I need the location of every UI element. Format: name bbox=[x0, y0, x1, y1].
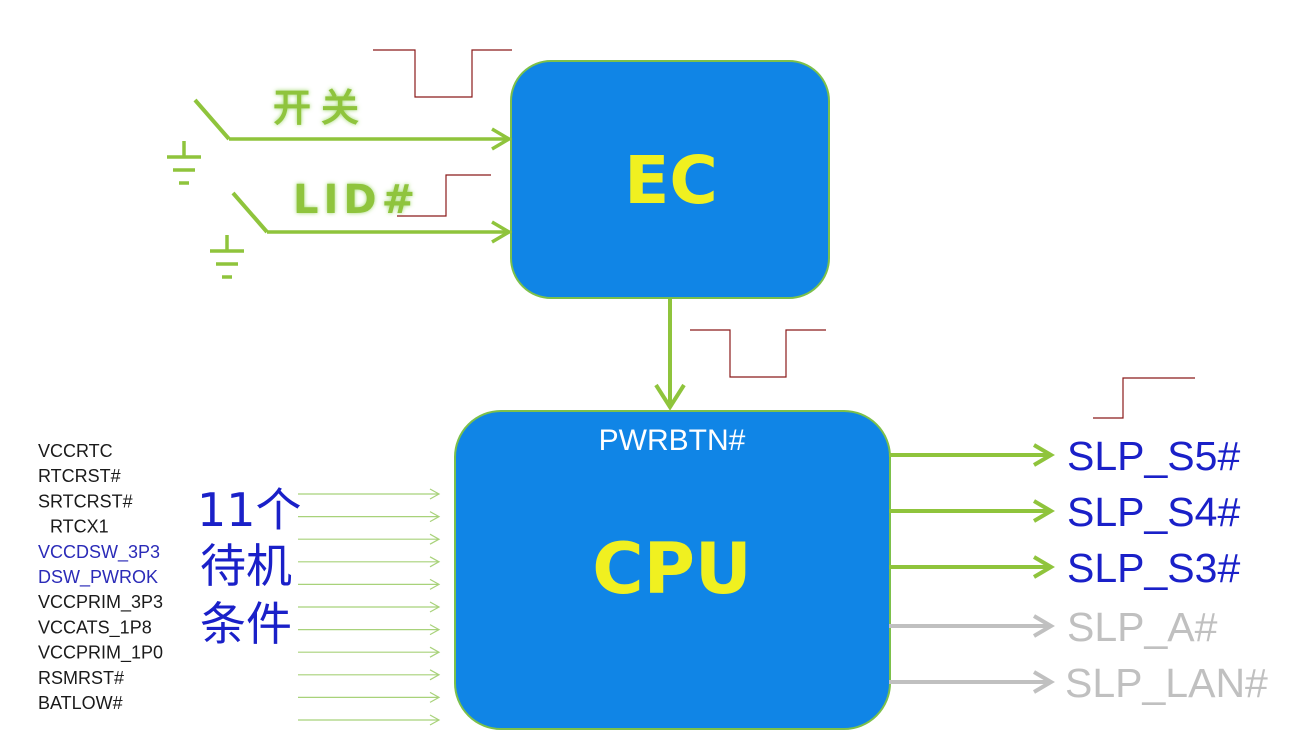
standby-condition-label: VCCATS_1P8 bbox=[38, 617, 152, 638]
standby-condition-label: RTCX1 bbox=[50, 517, 109, 537]
pwrbtn-waveform bbox=[690, 329, 826, 378]
output-label-slp-s4: SLP_S4# bbox=[1067, 489, 1240, 535]
pwrbtn-label: PWRBTN# bbox=[599, 424, 746, 457]
output-label-slp-a: SLP_A# bbox=[1067, 604, 1218, 650]
lid-switch bbox=[231, 191, 513, 244]
standby-condition-label: VCCPRIM_1P0 bbox=[38, 643, 163, 664]
lid-label: LID# bbox=[293, 177, 420, 223]
standby-condition-label: RSMRST# bbox=[38, 668, 124, 688]
standby-condition-arrow bbox=[298, 714, 441, 726]
switch-waveform bbox=[373, 49, 512, 98]
output-label-slp-s3: SLP_S3# bbox=[1067, 545, 1240, 591]
standby-title-line3: 条件 bbox=[200, 597, 292, 651]
standby-condition-arrow bbox=[298, 511, 441, 523]
sleep-signal-outputs: SLP_S5# SLP_S4# SLP_S3# SLP_A# SLP_LAN# bbox=[889, 433, 1268, 706]
ec-label: EC bbox=[624, 142, 718, 219]
lid-waveform bbox=[397, 174, 491, 217]
standby-condition-label: VCCDSW_3P3 bbox=[38, 542, 160, 563]
standby-title-line2: 待机 bbox=[200, 539, 292, 593]
power-switch bbox=[193, 98, 513, 151]
standby-condition-label: VCCRTC bbox=[38, 441, 113, 461]
standby-condition-arrow bbox=[298, 646, 441, 658]
standby-condition-arrow bbox=[298, 488, 441, 500]
standby-condition-arrow bbox=[298, 691, 441, 703]
ground-icon bbox=[210, 235, 244, 279]
standby-condition-arrow bbox=[298, 601, 441, 613]
standby-condition-arrow bbox=[298, 533, 441, 545]
standby-condition-label: SRTCRST# bbox=[38, 491, 133, 511]
standby-condition-label: VCCPRIM_3P3 bbox=[38, 592, 163, 613]
standby-condition-arrow bbox=[298, 556, 441, 568]
ground-icon bbox=[167, 141, 201, 185]
standby-condition-label: BATLOW# bbox=[38, 693, 123, 713]
switch-label: 开关 bbox=[273, 86, 369, 130]
output-arrow bbox=[889, 555, 1055, 579]
ec-to-cpu-arrow bbox=[654, 299, 686, 411]
standby-condition-label: DSW_PWROK bbox=[38, 567, 158, 588]
output-arrow bbox=[889, 499, 1055, 523]
standby-condition-label: RTCRST# bbox=[38, 466, 121, 486]
standby-condition-list: VCCRTC RTCRST# SRTCRST# RTCX1VCCDSW_3P3DSW_… bbox=[38, 441, 163, 713]
output-label-slp-lan: SLP_LAN# bbox=[1065, 660, 1268, 706]
output-arrow bbox=[889, 443, 1055, 467]
output-arrow bbox=[889, 614, 1055, 638]
output-arrow bbox=[889, 670, 1055, 694]
output-label-slp-s5: SLP_S5# bbox=[1067, 433, 1240, 479]
cpu-label: CPU bbox=[592, 528, 752, 610]
standby-condition-arrow bbox=[298, 669, 441, 681]
standby-condition-arrow bbox=[298, 624, 441, 636]
standby-title-line1: 11个 bbox=[197, 483, 302, 537]
standby-condition-arrows bbox=[298, 488, 441, 726]
slp-waveform bbox=[1093, 377, 1195, 419]
cpu-box bbox=[454, 410, 891, 730]
standby-condition-arrow bbox=[298, 578, 441, 590]
ec-box bbox=[510, 60, 830, 299]
